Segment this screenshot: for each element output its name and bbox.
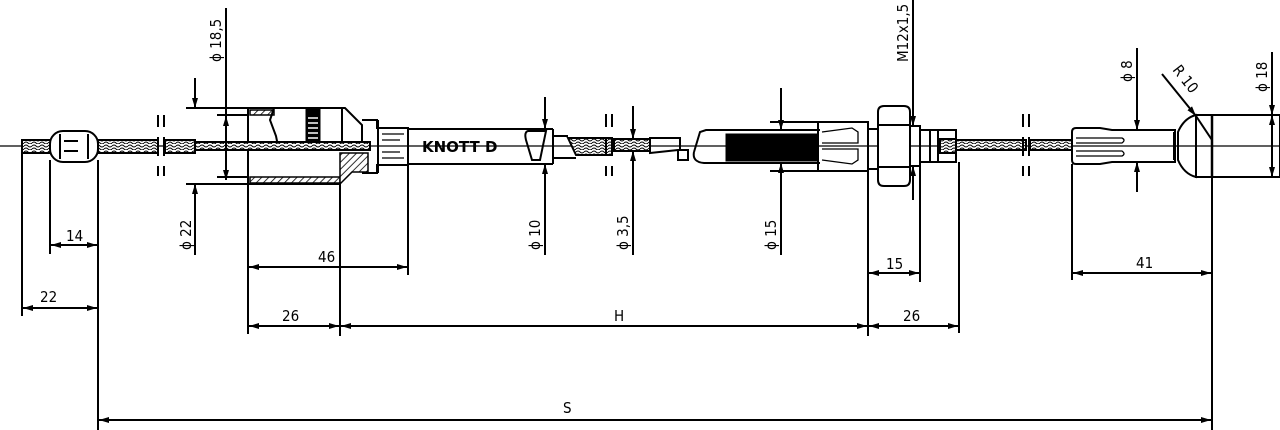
- dim-diameter-pin: ϕ 8: [1118, 48, 1140, 192]
- break-mark-1: [157, 115, 166, 176]
- svg-text:M12x1,5: M12x1,5: [894, 4, 912, 62]
- mid-cable: [613, 138, 651, 152]
- dim-nut-offset: 26: [869, 307, 958, 329]
- svg-text:15: 15: [886, 255, 903, 273]
- svg-text:R 10: R 10: [1169, 61, 1202, 96]
- svg-text:ϕ 18: ϕ 18: [1253, 62, 1271, 92]
- dim-housing-offset: 26: [249, 307, 339, 329]
- svg-text:ϕ 3,5: ϕ 3,5: [614, 215, 632, 250]
- svg-text:46: 46: [318, 248, 335, 266]
- dim-nipple-offset: 22: [23, 288, 97, 311]
- cable-nipple-icon: [49, 130, 99, 163]
- break-mark-2: [605, 114, 614, 176]
- dim-thread: M12x1,5: [894, 0, 916, 200]
- dim-diameter-adjuster: ϕ 15: [762, 88, 784, 255]
- svg-text:14: 14: [66, 227, 83, 245]
- dim-housing-h: H: [341, 307, 867, 329]
- left-cable-segment: [21, 139, 196, 154]
- dim-diameter-cable: ϕ 3,5: [614, 106, 636, 255]
- svg-text:26: 26: [903, 307, 920, 325]
- svg-text:26: 26: [282, 307, 299, 325]
- dim-radius: R 10: [1161, 61, 1202, 117]
- dim-diameter-end-fitting: ϕ 18: [1253, 52, 1275, 177]
- svg-text:ϕ 8: ϕ 8: [1118, 60, 1136, 82]
- dim-nut-width: 15: [869, 255, 919, 276]
- svg-text:ϕ 18,5: ϕ 18,5: [207, 19, 225, 62]
- dim-diameter-housing-inner: ϕ 22: [177, 78, 198, 255]
- svg-text:41: 41: [1136, 254, 1153, 272]
- dim-overall-length: S: [99, 399, 1211, 423]
- svg-text:ϕ 10: ϕ 10: [526, 220, 544, 250]
- dim-nipple-width: 14: [51, 227, 97, 248]
- dim-diameter-sleeve: ϕ 10: [526, 97, 548, 255]
- sleeve-body: [408, 128, 613, 165]
- right-cable-segment: [955, 139, 1073, 151]
- end-fitting: [1071, 113, 1280, 179]
- break-mark-3: [1022, 114, 1031, 176]
- dim-housing-length: 46: [249, 248, 407, 270]
- svg-text:22: 22: [40, 288, 57, 306]
- extension-lines: [21, 153, 1213, 430]
- svg-text:H: H: [614, 307, 624, 325]
- svg-text:ϕ 22: ϕ 22: [177, 220, 195, 250]
- dim-end-length: 41: [1073, 254, 1211, 276]
- dim-diameter-housing-outer: ϕ 18,5: [207, 8, 229, 180]
- housing-body: [186, 107, 409, 186]
- svg-text:S: S: [563, 399, 572, 417]
- brand-label: KNOTT D: [422, 138, 497, 156]
- svg-text:ϕ 15: ϕ 15: [762, 220, 780, 250]
